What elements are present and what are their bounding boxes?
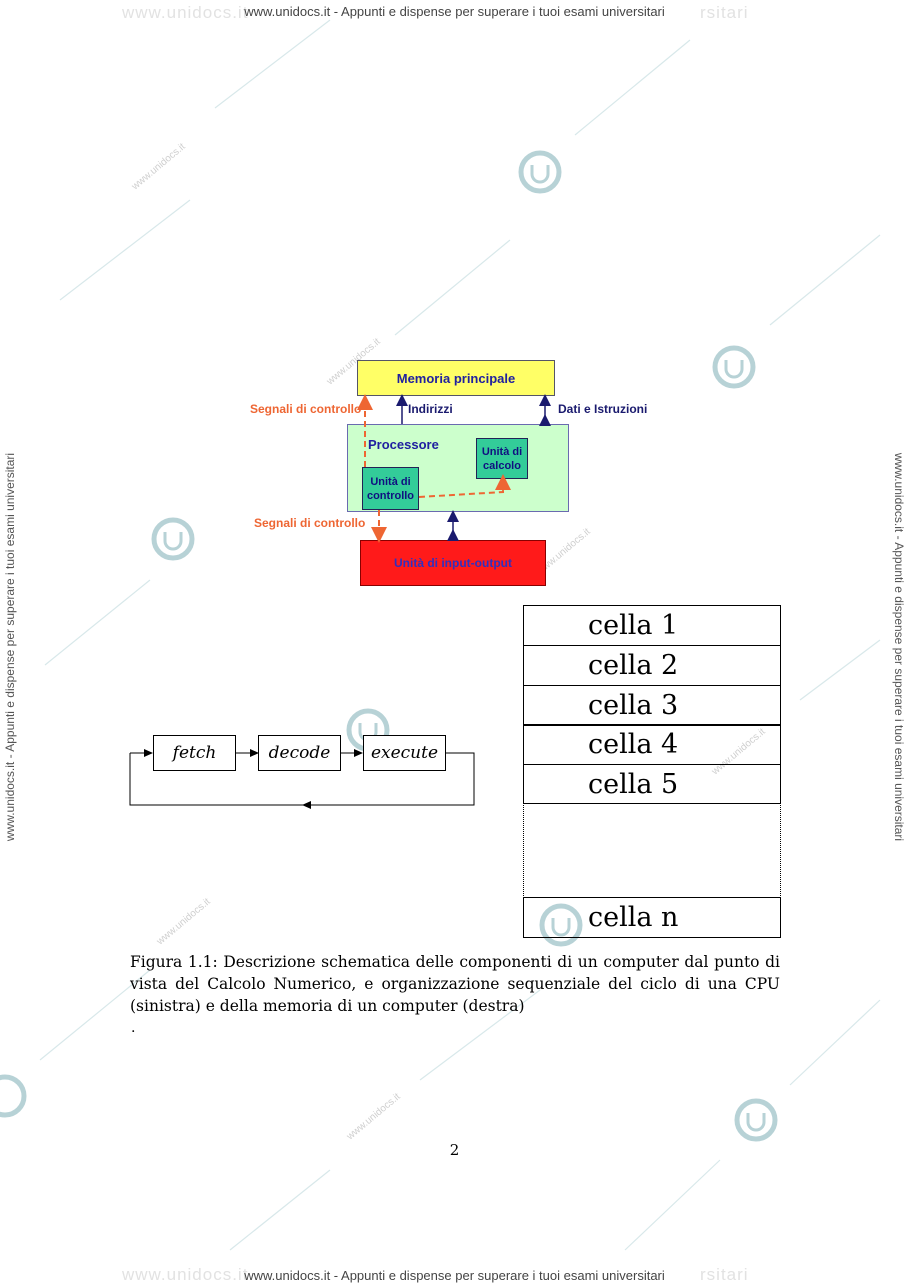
io-unit-box: Unità di input-output	[360, 540, 546, 586]
decode-label: decode	[268, 743, 331, 763]
unidocs-logo-icon	[0, 150, 778, 1142]
watermark-header: www.unidocs.it - Appunti e dispense per …	[244, 4, 665, 19]
main-memory-box: Memoria principale	[357, 360, 555, 396]
processor-label: Processore	[368, 437, 439, 452]
memory-cell: cella 3	[523, 685, 781, 726]
fetch-label: fetch	[172, 743, 217, 763]
io-unit-label: Unità di input-output	[394, 556, 512, 570]
watermark-footer: www.unidocs.it - Appunti e dispense per …	[244, 1268, 665, 1283]
control-signals-label-bottom: Segnali di controllo	[254, 516, 366, 530]
memory-cell: cella 5	[523, 764, 781, 804]
memory-cell: cella 4	[523, 724, 781, 765]
control-signals-label-top: Segnali di controllo	[250, 402, 362, 416]
address-label: Indirizzi	[408, 402, 453, 416]
page-number: 2	[449, 1141, 460, 1159]
fetch-box: fetch	[153, 735, 236, 771]
watermark-ghost-text: www.unidocs.it	[122, 3, 249, 22]
decode-box: decode	[258, 735, 341, 771]
control-unit-box: Unità di controllo	[362, 467, 419, 510]
memory-cell-last: cella n	[523, 897, 781, 938]
watermark-ghost-text: www.unidocs.it	[122, 1265, 249, 1284]
execute-box: execute	[363, 735, 446, 771]
control-unit-label: Unità di controllo	[366, 475, 415, 502]
watermark-ghost-text: rsitari	[700, 3, 749, 22]
main-memory-label: Memoria principale	[396, 370, 516, 386]
calc-unit-box: Unità di calcolo	[476, 438, 528, 479]
memory-cell: cella 1	[523, 605, 781, 646]
calc-unit-label: Unità di calcolo	[481, 445, 523, 472]
memory-cell: cella 2	[523, 645, 781, 686]
watermark-ghost-text: rsitari	[700, 1265, 749, 1284]
data-instructions-label: Dati e Istruzioni	[558, 402, 648, 416]
figure-caption: Figura 1.1: Descrizione schematica delle…	[130, 953, 780, 1015]
memory-gap	[523, 803, 781, 898]
execute-label: execute	[370, 743, 439, 763]
caption-dot: .	[131, 1020, 136, 1036]
